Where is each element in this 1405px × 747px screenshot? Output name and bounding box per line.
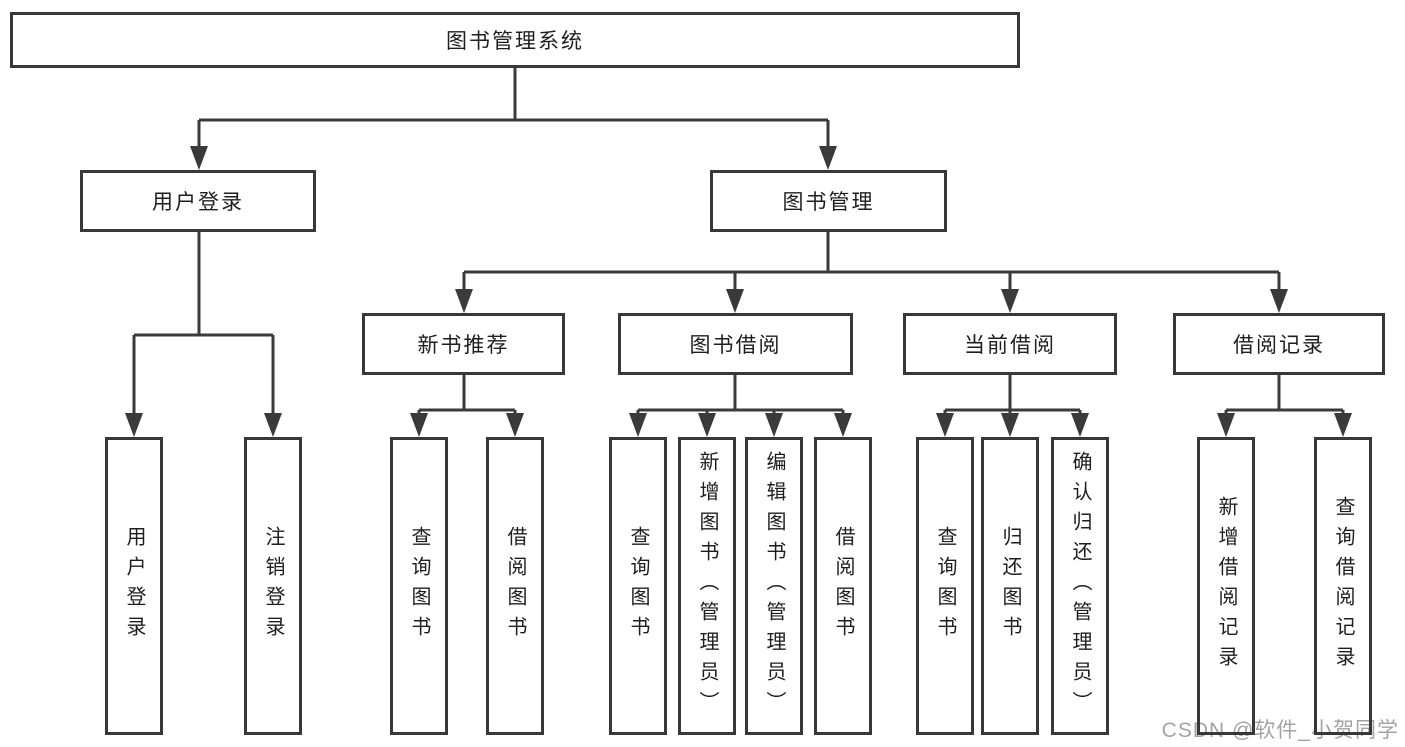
arrowhead-icon — [1001, 289, 1019, 313]
leaf-return-books: 归还图书 — [981, 437, 1039, 735]
leaf-query-books-current: 查询图书 — [916, 437, 974, 735]
arrowhead-icon — [125, 413, 143, 437]
leaf-add-book-admin: 新增图书（管理员） — [678, 437, 736, 735]
arrowhead-icon — [1071, 413, 1089, 437]
arrowhead-icon — [506, 413, 524, 437]
arrowhead-icon — [1217, 413, 1235, 437]
leaf-user-login: 用户登录 — [105, 437, 163, 735]
leaf-confirm-return-admin: 确认归还（管理员） — [1051, 437, 1109, 735]
arrowhead-icon — [629, 413, 647, 437]
node-book-borrowing: 图书借阅 — [618, 313, 853, 375]
csdn-watermark: CSDN @软件_小贺同学 — [1161, 719, 1399, 742]
arrowhead-icon — [264, 413, 282, 437]
arrowhead-icon — [936, 413, 954, 437]
arrowhead-icon — [1001, 413, 1019, 437]
arrowhead-icon — [698, 413, 716, 437]
node-library-system: 图书管理系统 — [10, 12, 1020, 68]
leaf-query-books-recommend: 查询图书 — [390, 437, 448, 735]
leaf-edit-book-admin: 编辑图书（管理员） — [745, 437, 803, 735]
node-user-login: 用户登录 — [80, 170, 316, 232]
leaf-borrow-books-recommend: 借阅图书 — [486, 437, 544, 735]
leaf-add-borrow-record: 新增借阅记录 — [1197, 437, 1255, 735]
arrowhead-icon — [1334, 413, 1352, 437]
arrowhead-icon — [455, 289, 473, 313]
arrowhead-icon — [765, 413, 783, 437]
node-borrowing-records: 借阅记录 — [1173, 313, 1385, 375]
leaf-query-borrow-record: 查询借阅记录 — [1314, 437, 1372, 735]
node-current-borrowing: 当前借阅 — [903, 313, 1117, 375]
arrowhead-icon — [834, 413, 852, 437]
arrowhead-icon — [190, 146, 208, 170]
arrowhead-icon — [819, 146, 837, 170]
node-book-management: 图书管理 — [710, 170, 947, 232]
arrowhead-icon — [1270, 289, 1288, 313]
leaf-logout: 注销登录 — [244, 437, 302, 735]
leaf-borrow-books-borrowing: 借阅图书 — [814, 437, 872, 735]
node-new-book-recommendation: 新书推荐 — [362, 313, 565, 375]
arrowhead-icon — [726, 289, 744, 313]
leaf-query-books-borrowing: 查询图书 — [609, 437, 667, 735]
arrowhead-icon — [410, 413, 428, 437]
